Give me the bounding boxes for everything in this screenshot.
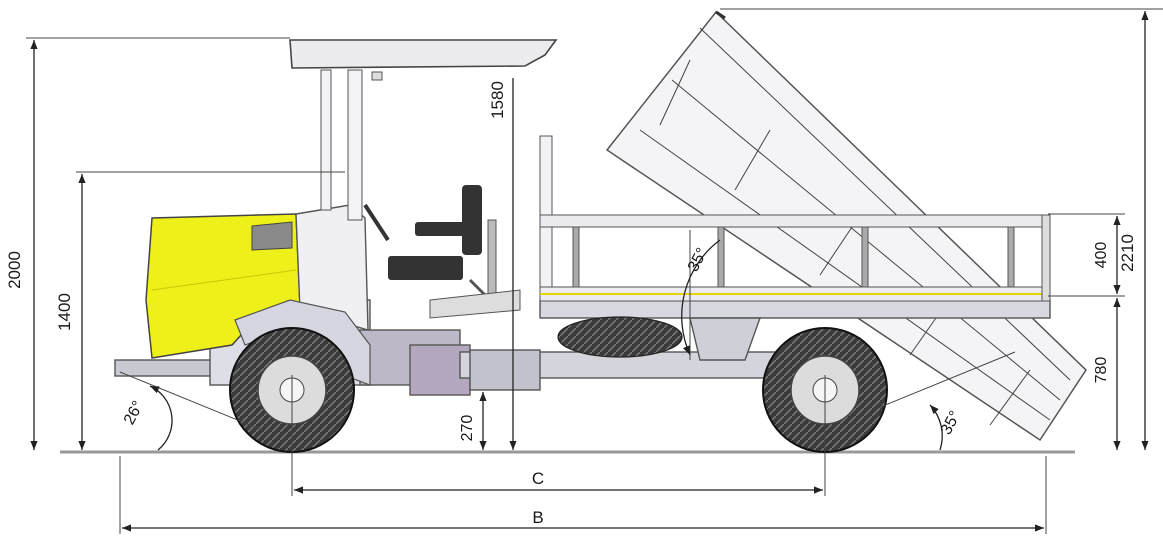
steering-and-seat <box>363 185 521 319</box>
dimension-wheelbase: C <box>291 375 826 496</box>
label-roof-height: 1580 <box>488 81 507 119</box>
dimension-roof-height: 1580 <box>488 78 517 450</box>
hood <box>145 213 301 359</box>
canopy <box>289 39 558 221</box>
label-side-board-height: 400 <box>1093 242 1110 269</box>
label-overall-height: 2000 <box>5 251 24 289</box>
dimension-deck-height: 780 <box>1093 298 1121 450</box>
label-ground-clearance: 270 <box>459 415 476 442</box>
spare-tire <box>557 316 683 358</box>
label-tipped-height: 2210 <box>1118 234 1137 272</box>
dimension-overall-height: 2000 <box>5 37 290 450</box>
cab-body <box>295 204 369 331</box>
dimension-ground-clearance: 270 <box>459 392 487 450</box>
dimension-side-board-height: 400 <box>1048 213 1125 297</box>
label-approach-angle: 26° <box>121 398 147 427</box>
dimension-overall-length: B <box>119 456 1047 534</box>
flat-deck <box>539 135 1051 302</box>
label-overall-length: B <box>532 508 543 527</box>
dimension-tipped-height: 2210 <box>720 8 1163 450</box>
dimension-seat-height: 1400 <box>55 171 345 450</box>
label-deck-height: 780 <box>1093 357 1110 384</box>
label-tipping-angle: 35° <box>685 245 711 274</box>
label-wheelbase: C <box>532 469 544 488</box>
label-seat-height: 1400 <box>55 293 74 331</box>
